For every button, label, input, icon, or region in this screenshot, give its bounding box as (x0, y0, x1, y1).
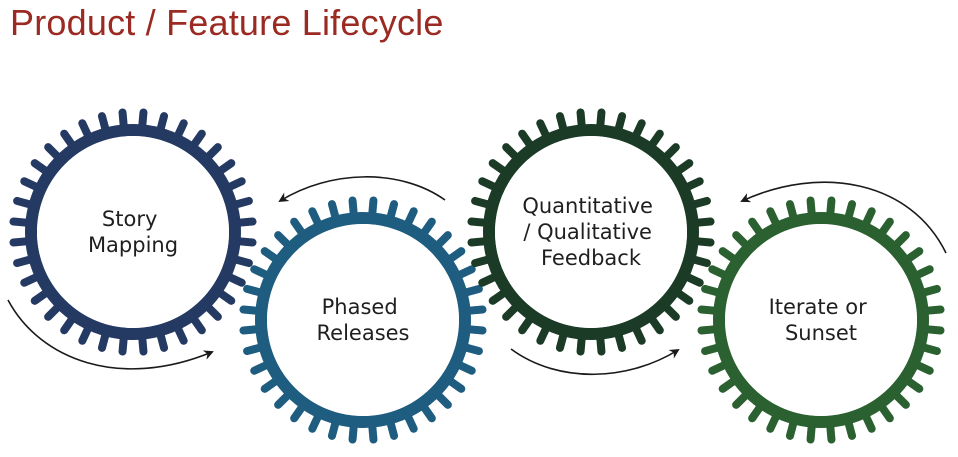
gear-phased-releases: Phased Releases (239, 196, 487, 444)
gear-center (725, 224, 917, 416)
gear-icon (467, 108, 715, 356)
gear-label-line: / Qualitative (523, 220, 652, 244)
gear-ring (255, 212, 471, 428)
gear-ring (713, 212, 929, 428)
gear-label-line: Releases (317, 321, 410, 345)
gear-icon (239, 196, 487, 444)
gear-label: Story Mapping (88, 207, 178, 257)
gear-label-line: Sunset (785, 321, 857, 345)
gear-label-line: Phased (322, 295, 398, 319)
gear-ring (483, 124, 699, 340)
gear-feedback: Quantitative / Qualitative Feedback (467, 108, 715, 356)
gear-center (37, 136, 229, 328)
gear-ring (25, 124, 241, 340)
gear-center (267, 224, 459, 416)
arrow-story-to-phased (7, 299, 214, 370)
page-title: Product / Feature Lifecycle (10, 2, 444, 43)
gear-label-line: Iterate or (769, 295, 868, 319)
arrow-phased-to-story (278, 176, 446, 203)
gear-label-line: Mapping (88, 233, 178, 257)
gear-label-line: Story (102, 207, 157, 231)
arrow-feedback-to-iterate (510, 348, 680, 376)
gear-center (495, 136, 687, 328)
gear-label-line: Feedback (541, 246, 642, 270)
gear-story-mapping: Story Mapping (9, 108, 257, 356)
gear-icon (697, 196, 945, 444)
gear-iterate-or-sunset: Iterate or Sunset (697, 196, 945, 444)
gear-icon (9, 108, 257, 356)
gear-label: Quantitative / Qualitative Feedback (522, 194, 659, 270)
arrow-iterate-to-feedback (740, 181, 947, 254)
gear-label: Iterate or Sunset (769, 295, 874, 345)
gear-label-line: Quantitative (522, 194, 653, 218)
gear-label: Phased Releases (317, 295, 410, 345)
